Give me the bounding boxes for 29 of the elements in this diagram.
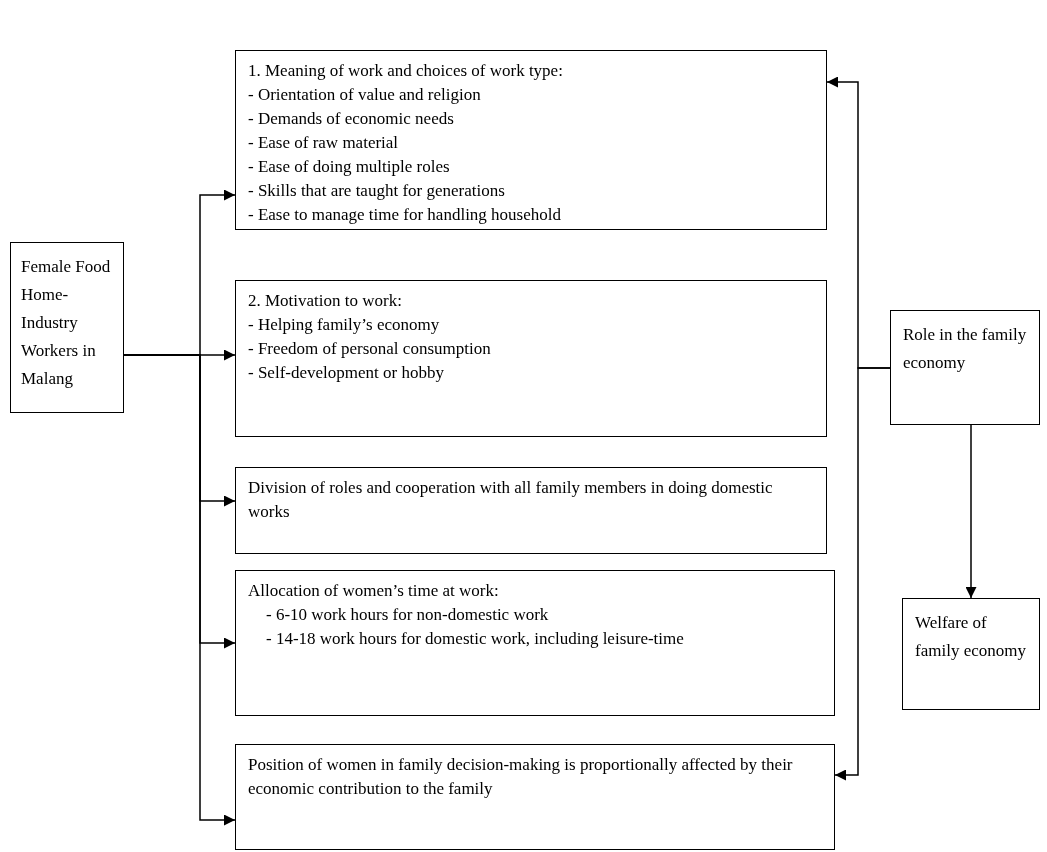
text-box <box>235 467 827 554</box>
list-item: - Ease of doing multiple roles <box>248 156 451 178</box>
list-item: - Demands of economic needs <box>248 108 455 130</box>
text-box <box>10 242 124 413</box>
arrow <box>965 424 977 599</box>
text-box <box>890 310 1040 425</box>
box-heading: Allocation of women’s time at work: <box>248 580 500 602</box>
box-heading: 1. Meaning of work and choices of work type: <box>248 60 564 82</box>
list-item: - Helping family’s economy <box>248 314 441 336</box>
list-item: - 14-18 work hours for domestic work, including leisure-time <box>265 628 685 650</box>
list-item: - Orientation of value and religion <box>248 84 482 106</box>
text-box <box>235 280 827 437</box>
list-item: - 6-10 work hours for non-domestic work <box>265 604 550 626</box>
text-box <box>235 50 827 230</box>
list-item: - Freedom of personal consumption <box>248 338 492 360</box>
box-text: Division of roles and cooperation with all family members in doing domestic works <box>248 477 774 523</box>
list-item: - Ease of raw material <box>248 132 400 154</box>
list-item: - Self-development or hobby <box>248 362 445 384</box>
box-text: Female Food Home-Industry Workers in Malang <box>21 256 112 390</box>
box-text: Welfare of family economy <box>915 612 1027 662</box>
arrow <box>834 367 891 781</box>
list-item: - Skills that are taught for generations <box>248 180 506 202</box>
box-text: Role in the family economy <box>903 324 1027 374</box>
box-heading: 2. Motivation to work: <box>248 290 403 312</box>
list-item: - Ease to manage time for handling household <box>248 204 562 226</box>
text-box <box>235 570 835 716</box>
box-text: Position of women in family decision-making is proportionally affected by their economic contribution to the family <box>248 754 794 800</box>
text-box <box>902 598 1040 710</box>
text-box <box>235 744 835 850</box>
